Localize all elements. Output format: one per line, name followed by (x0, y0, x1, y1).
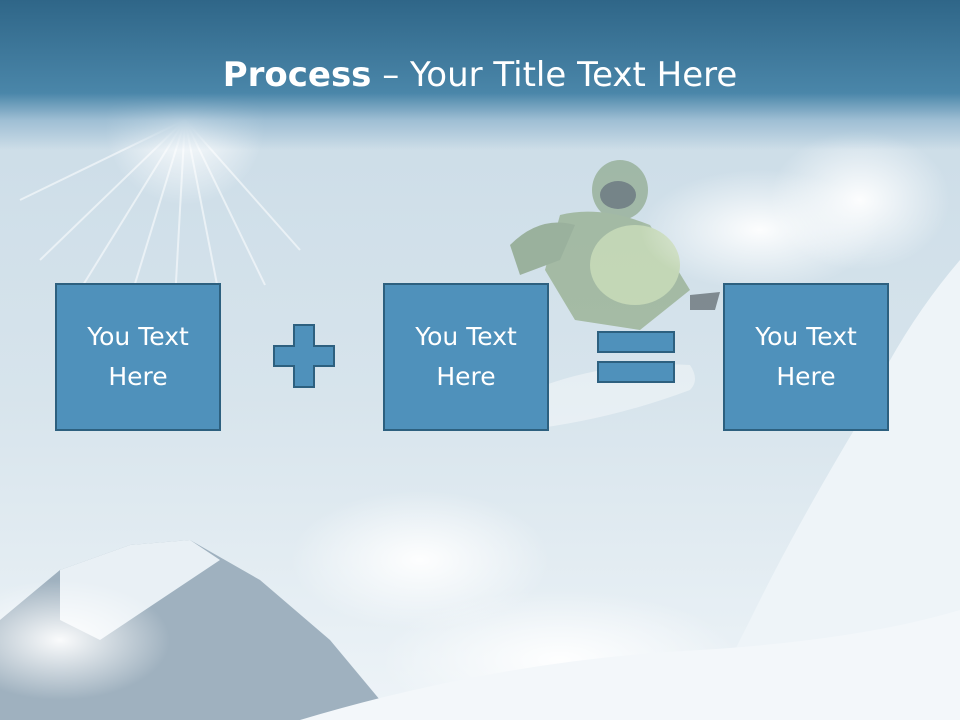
plus-icon (273, 324, 335, 388)
equals-icon (597, 331, 675, 383)
process-box-2[interactable]: You Text Here (383, 283, 549, 431)
process-box-3-text: You Text Here (755, 322, 857, 391)
process-box-1[interactable]: You Text Here (55, 283, 221, 431)
title-bold: Process (222, 55, 372, 95)
header-banner (0, 0, 960, 150)
process-box-3[interactable]: You Text Here (723, 283, 889, 431)
slide-title: Process – Your Title Text Here (0, 50, 960, 100)
process-box-2-text: You Text Here (415, 322, 517, 391)
title-rest: – Your Title Text Here (371, 55, 738, 95)
process-box-1-text: You Text Here (87, 322, 189, 391)
